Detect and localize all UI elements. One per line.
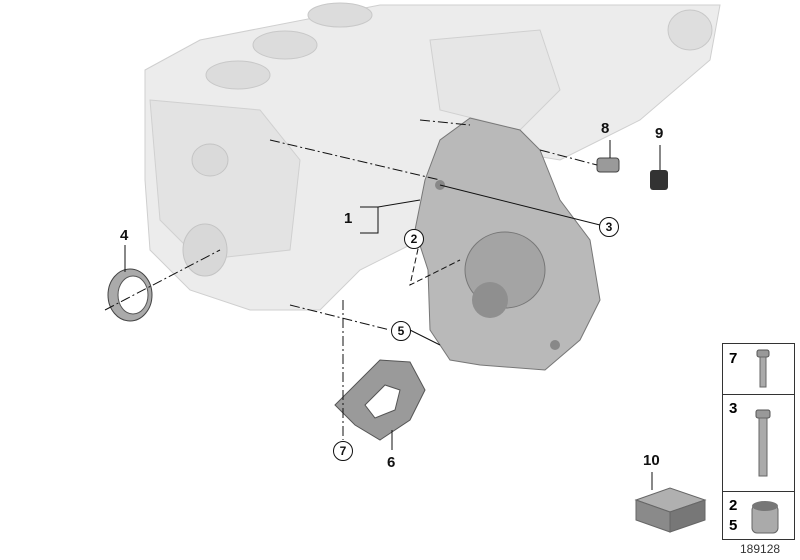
label-part-1: 1 <box>344 210 353 227</box>
engine-block <box>144 2 721 311</box>
sensor-9 <box>650 170 668 190</box>
legend-row: 3 <box>723 394 794 492</box>
sensor-8 <box>596 157 620 173</box>
label-part-6: 6 <box>387 454 396 471</box>
legend-number: 3 <box>729 400 738 417</box>
timing-case-cover <box>414 117 601 371</box>
parts-legend: 7 3 2 5 <box>722 343 795 540</box>
legend-number: 2 <box>729 497 738 514</box>
label-part-9: 9 <box>655 125 664 142</box>
diagram-reference-number: 189128 <box>740 542 781 556</box>
label-part-7: 7 <box>333 441 353 461</box>
part-10-box <box>634 487 707 533</box>
label-part-3: 3 <box>599 217 619 237</box>
label-part-2: 2 <box>404 229 424 249</box>
legend-row: 2 5 <box>723 491 794 539</box>
legend-number: 5 <box>729 517 738 534</box>
bolt-7-icon <box>756 349 770 388</box>
bolt-3-icon <box>755 409 771 477</box>
label-part-8: 8 <box>601 120 610 137</box>
label-part-5: 5 <box>391 321 411 341</box>
leader-lines <box>104 119 661 490</box>
sleeve-icon <box>751 501 779 534</box>
gasket <box>334 359 426 441</box>
shaft-seal <box>107 268 153 322</box>
label-part-10: 10 <box>643 452 660 469</box>
label-part-4: 4 <box>120 227 129 244</box>
legend-number: 7 <box>729 350 738 367</box>
legend-row: 7 <box>723 344 794 395</box>
